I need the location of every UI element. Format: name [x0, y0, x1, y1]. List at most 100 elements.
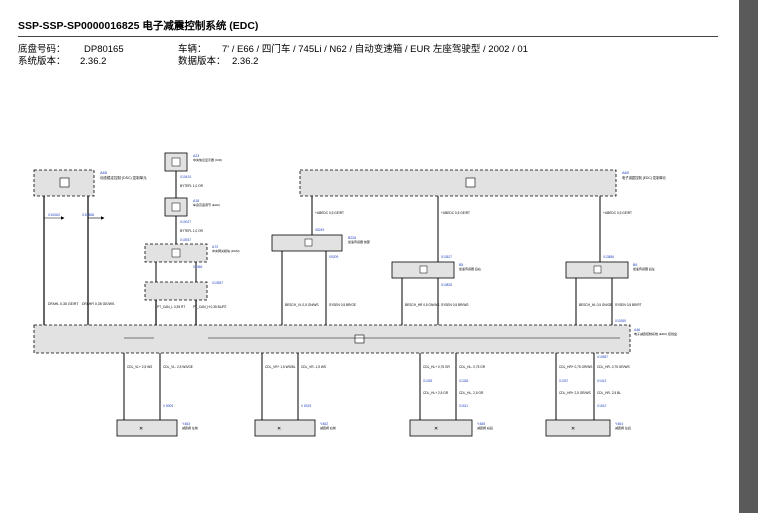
- wire-ubedc-3: +UBEDC 0,5 GE/RT: [603, 211, 632, 215]
- conn-rr-a: X1335: [423, 379, 432, 383]
- wire-byteflight-a: BYTEFL 1,0 OR: [180, 184, 204, 188]
- module-a60[interactable]: A60 电子减震控制 (EDC) 控制单元: [299, 169, 667, 197]
- wiring-diagram: A65 动态稳定控制 (DSC) 控制单元 X10062 X10368 DFAH…: [33, 152, 677, 437]
- valve-y462[interactable]: ✕ Y462 减震阀 右前: [254, 419, 336, 437]
- wire-col-vl-p: CDL_VL+ 2,5 WS: [127, 365, 152, 369]
- wire-ubedc-1: +UBEDC 0,5 GE/RT: [315, 211, 344, 215]
- conn-b226: X8249: [315, 228, 324, 232]
- valve-y465[interactable]: ✕ Y465 减震阀 右后: [409, 419, 493, 437]
- a65-desc: 动态稳定控制 (DSC) 控制单元: [100, 175, 147, 180]
- b5-desc: 加速传感器 后右: [459, 266, 481, 271]
- b6-desc: 加速传感器 后左: [633, 266, 655, 271]
- wire-dfahr: DFAHR 0,35 GE/WS: [82, 302, 115, 306]
- wire-ysens-hl: SYSEN 0,5 BR/RT: [615, 303, 642, 307]
- wire-besch-hr: BESCH_HR 0,5 GN/WS: [405, 303, 439, 307]
- chassis-label: 底盘号码：: [18, 44, 66, 55]
- module-a23[interactable]: A23 中央信息显示器 (CID): [164, 152, 222, 172]
- wire-col-hl-m: CDL_HL- 0,75 GR: [459, 365, 486, 369]
- a18-desc: 车身高度调节 (EHC): [193, 202, 220, 207]
- wire-ptcan-l: PT_CAN_L 0,35 RT: [157, 305, 185, 309]
- a60-desc: 电子减震控制 (EDC) 控制单元: [622, 175, 667, 180]
- a23-id: A23: [193, 154, 199, 158]
- b6-id: B6: [633, 263, 637, 267]
- a23-desc: 中央信息显示器 (CID): [193, 157, 222, 162]
- sensor-b6[interactable]: B6 加速传感器 后左: [565, 261, 655, 279]
- conn-rr-b: X1336: [459, 379, 468, 383]
- a72-desc: 中央网关模块 (ZGM): [212, 248, 240, 253]
- y465-desc: 减震阀 右后: [477, 425, 493, 430]
- a18-id: A18: [193, 199, 199, 203]
- svg-text:✕: ✕: [434, 426, 438, 432]
- wire-byteflight-b: BYTEFL 1,0 OR: [180, 229, 204, 233]
- y465-id: Y465: [477, 422, 485, 426]
- y462-id: Y462: [320, 422, 328, 426]
- module-a46[interactable]: A46 电子减震控制系统 (EDC) 接线盒: [33, 324, 677, 354]
- a46-id: A46: [634, 328, 640, 332]
- wire-col-hr-m: CDL_HR- 0,75 GR/WS: [597, 365, 630, 369]
- wire-col-vr-p: CDL_VR+ 1,5 WS/BL: [265, 365, 296, 369]
- y463-desc: 减震阀 左前: [182, 425, 198, 430]
- valve-y464[interactable]: ✕ Y464 减震阀 左后: [545, 419, 631, 437]
- conn-a65-b: X10368: [82, 213, 94, 217]
- wire-col-vl-m: CDL_VL- 2,5 WS/GE: [163, 365, 193, 369]
- y464-desc: 减震阀 左后: [615, 425, 631, 430]
- wire-col-hl-p: CDL_HL+ 0,75 GR: [423, 365, 451, 369]
- right-scrollbar[interactable]: [739, 0, 758, 513]
- wire-ysens-vl: SYSEN 0,5 BR/GE: [329, 303, 356, 307]
- conn-b226-b: X9209: [329, 255, 338, 259]
- b5-id: B5: [459, 263, 463, 267]
- conn-lr-b: X1413: [597, 379, 606, 383]
- conn-lr-c: X1512: [597, 404, 606, 408]
- a46-desc: 电子减震控制系统 (EDC) 接线盒: [634, 331, 677, 336]
- conn-lr-a: X1337: [559, 379, 568, 383]
- b226-desc: 加速传感器 前部: [348, 239, 370, 244]
- module-a65[interactable]: A65 动态稳定控制 (DSC) 控制单元: [33, 169, 147, 197]
- svg-text:✕: ✕: [571, 426, 575, 432]
- module-a18[interactable]: A18 车身高度调节 (EHC): [164, 197, 220, 217]
- b226-id: B226: [348, 236, 356, 240]
- header-divider: [18, 36, 718, 37]
- conn-a72-a: X1066: [193, 265, 202, 269]
- y463-id: Y463: [182, 422, 190, 426]
- svg-text:✕: ✕: [277, 426, 281, 432]
- valve-y463[interactable]: ✕ Y463 减震阀 左前: [116, 419, 198, 437]
- data-version-label: 数据版本：: [178, 56, 226, 67]
- wire-besch-hl: BESCH_HL 0,5 GN/GE: [579, 303, 612, 307]
- wire-col-hr-m2: CDL_HR- 2,5 BL: [597, 391, 621, 395]
- a72-id: A72: [212, 245, 218, 249]
- data-version-value: 2.36.2: [232, 56, 259, 67]
- wire-col-hl-p2: CDL_HL+ 2,5 GR: [423, 391, 449, 395]
- wire-col-hr-p2: CDL_HR+ 2,5 GR/WS: [559, 391, 591, 395]
- conn-rf: X 8319: [301, 404, 311, 408]
- wire-col-vr-m: CDL_VR- 1,5 WS: [301, 365, 326, 369]
- a65-id: A65: [100, 170, 108, 175]
- conn-a18: X10027: [180, 220, 191, 224]
- system-version-value: 2.36.2: [80, 56, 107, 67]
- wire-ubedc-2: +UBEDC 0,5 GE/RT: [441, 211, 470, 215]
- conn-b6: X13856: [603, 255, 614, 259]
- y464-id: Y464: [615, 422, 623, 426]
- document-title: SSP-SSP-SP0000016825 电子减震控制系统 (EDC): [18, 20, 259, 32]
- wire-col-hr-p: CDL_HR+ 0,75 GR/WS: [559, 365, 592, 369]
- conn-a72-b: X13557: [212, 281, 223, 285]
- chassis-value: DP80165: [84, 44, 124, 55]
- wire-dfahl: DFAHL 0,35 GE/RT: [48, 302, 79, 306]
- conn-b5-b: X13828: [441, 283, 452, 287]
- conn-b5: X13627: [441, 255, 452, 259]
- sensor-b226[interactable]: B226 加速传感器 前部: [271, 234, 370, 252]
- wire-col-hl-m2: CDL_HL- 2,5 GR: [459, 391, 484, 395]
- conn-rr-c: X1511: [459, 404, 468, 408]
- conn-a65-a: X10062: [48, 213, 60, 217]
- wire-besch-vl: BESCH_VL 0,5 GN/WS: [285, 303, 319, 307]
- conn-a46-b: X10587: [597, 355, 608, 359]
- sensor-b5[interactable]: B5 加速传感器 后右: [391, 261, 481, 279]
- wire-ptcan-h: PT_CAN_H 0,35 BL/RT: [193, 305, 227, 309]
- module-a72[interactable]: A72 中央网关模块 (ZGM): [144, 243, 240, 263]
- conn-lf: X 8009: [163, 404, 173, 408]
- vehicle-label: 车辆：: [178, 44, 207, 55]
- conn-a18-bot: X10937: [180, 238, 191, 242]
- y462-desc: 减震阀 右前: [320, 425, 336, 430]
- conn-a23: X10424: [180, 175, 191, 179]
- wire-ysens-hr: SYSEN 0,5 BR/WS: [441, 303, 468, 307]
